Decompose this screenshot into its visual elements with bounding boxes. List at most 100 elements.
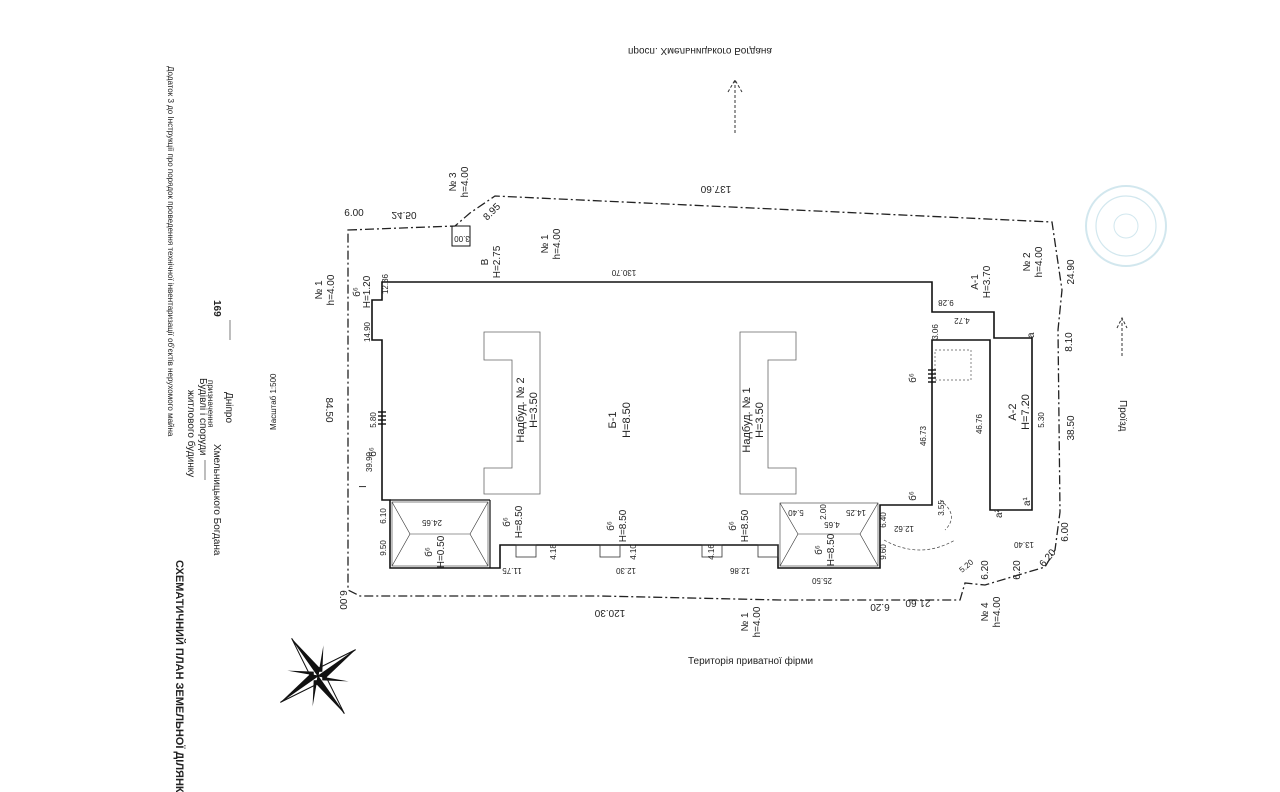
fence2-h: h=4.00 <box>1034 246 1045 277</box>
dim-1490: 14.90 <box>363 321 372 342</box>
dim-416: 4.16 <box>707 544 716 560</box>
dim-530: 5.30 <box>1037 412 1046 428</box>
main-building-name: Б-1 <box>607 412 619 429</box>
dim-diag: 8.95 <box>481 201 503 223</box>
main-building-outline <box>371 281 1033 569</box>
title-house-no: 169 <box>211 300 222 317</box>
dim-bottom-long: 120.30 <box>594 607 625 618</box>
dim-306: 3.06 <box>931 324 940 340</box>
dim-1286: 12.86 <box>729 566 750 575</box>
annex2-height: Н=3.50 <box>528 392 540 428</box>
mark-a1: а¹ <box>1022 496 1033 506</box>
dim-355: 3.55 <box>937 500 946 516</box>
dim-2465: 24.65 <box>421 518 442 527</box>
annex1-name: Надбуд. № 1 <box>741 387 753 452</box>
title-city: Дніпро <box>223 392 234 423</box>
dim-right-600: 6.00 <box>1060 522 1071 542</box>
b6-label-2: б⁶ <box>605 521 617 531</box>
b6-label-3: б⁶ <box>727 521 739 531</box>
dim-bottom-right: 21.60 <box>905 597 930 608</box>
street-top-label: просп. Хмельницького Богдана <box>628 45 772 56</box>
mark-I: І <box>358 485 369 488</box>
h850-label-4: Н=8.50 <box>826 533 837 566</box>
dim-472: 4.72 <box>954 316 970 325</box>
main-building-height: Н=8.50 <box>621 402 633 438</box>
stamp-seal <box>1085 185 1167 267</box>
v-name: В <box>480 258 491 265</box>
dim-left-600: 6.00 <box>337 590 348 610</box>
dim-540: 5.40 <box>788 508 804 517</box>
dim-left: 84.50 <box>323 397 334 422</box>
a1-height: Н=3.70 <box>982 265 993 298</box>
parcel-boundary <box>347 195 1063 601</box>
dim-b-top: 130.70 <box>611 268 636 277</box>
b6-label-1: б⁶ <box>501 517 513 527</box>
b6-label-6: б⁶ <box>367 447 379 457</box>
left-wing-h050: Н=0.50 <box>436 535 447 568</box>
plan-heading: СХЕМАТИЧНИЙ ПЛАН ЗЕМЕЛЬНОЇ ДІЛЯНКИ <box>173 560 186 792</box>
b6-label-5: б⁶ <box>351 287 363 297</box>
annex1-outline <box>739 331 797 495</box>
title-addendum: Додаток 3 до Інструкції про порядок пров… <box>166 66 175 437</box>
dim-2550: 25.50 <box>811 576 832 585</box>
dim-300: 3.00 <box>454 234 470 243</box>
dim-520: 5.20 <box>958 557 976 574</box>
mark-a2: а² <box>994 508 1005 518</box>
fence1-top-h: h=4.00 <box>552 228 563 259</box>
title-line1: житлового будинку <box>185 390 197 477</box>
dim-b-inner-right: 46.73 <box>919 425 928 446</box>
compass-rose-icon <box>280 638 356 714</box>
dim-right-upper: 24.90 <box>1066 259 1077 284</box>
a1-name: А-1 <box>970 274 981 290</box>
b6-label-7: б⁶ <box>907 373 919 383</box>
title-block: СХЕМАТИЧНИЙ ПЛАН ЗЕМЕЛЬНОЇ ДІЛЯНКИ житло… <box>166 66 278 792</box>
mark-a: а <box>1026 332 1037 338</box>
street-right-label: Проїзд <box>1117 400 1128 431</box>
fence3-h: h=4.00 <box>460 166 471 197</box>
dim-928: 9.28 <box>938 298 954 307</box>
dim-right-810: 8.10 <box>1064 332 1075 352</box>
building-v-outline <box>451 225 471 247</box>
right-arrow-icon <box>1116 316 1128 358</box>
a2-name: А-2 <box>1007 403 1019 420</box>
title-scale: Масштаб 1:500 <box>269 373 278 430</box>
dim-610: 6.10 <box>379 508 388 524</box>
annex1-height: Н=3.50 <box>754 402 766 438</box>
v-height: Н=2.75 <box>492 245 503 278</box>
dim-a2-w: 13.40 <box>1013 540 1034 549</box>
dim-950: 9.50 <box>379 540 388 556</box>
dim-right-mid: 38.50 <box>1066 415 1077 440</box>
h850-label-2: Н=8.50 <box>618 509 629 542</box>
dim-620-c: 6.20 <box>980 560 991 580</box>
dim-bottom-620: 6.20 <box>870 601 890 612</box>
dim-a2-len: 46.76 <box>975 413 984 434</box>
dim-1425: 14.25 <box>845 508 866 517</box>
dim-200: 2.00 <box>819 504 828 520</box>
top-arrow-icon <box>727 79 743 135</box>
dim-580: 5.80 <box>369 412 378 428</box>
dim-b-inner-left: 39.90 <box>365 451 374 472</box>
dim-620-b: 6.20 <box>1012 560 1023 580</box>
dim-1262: 12.62 <box>893 524 914 533</box>
a2-height: Н=7.20 <box>1020 394 1032 430</box>
left-wing-b6: б⁶ <box>423 547 435 557</box>
fence1-bottom-no: № 1 <box>740 612 751 632</box>
b6-label-8: б⁶ <box>907 491 919 501</box>
dim-top-long: 137.60 <box>700 183 731 194</box>
dim-1236: 12.36 <box>381 273 390 294</box>
dim-top-left: 24.50 <box>391 209 416 220</box>
dim-1230: 12.30 <box>615 566 636 575</box>
dim-418: 4.18 <box>549 544 558 560</box>
fence2-no: № 2 <box>1022 252 1033 272</box>
dim-410: 4.10 <box>629 544 638 560</box>
title-line3: призначення <box>206 380 215 427</box>
fence1-left-no: № 1 <box>314 280 325 300</box>
fence1-left-h: h=4.00 <box>326 274 337 305</box>
dim-465: 4.65 <box>824 520 840 529</box>
dim-640: 6.40 <box>879 512 888 528</box>
h120-label: Н=1.20 <box>362 275 373 308</box>
dim-620-a: 6.20 <box>1038 547 1059 569</box>
fence4-h: h=4.00 <box>992 596 1003 627</box>
fence4-no: № 4 <box>980 602 991 622</box>
